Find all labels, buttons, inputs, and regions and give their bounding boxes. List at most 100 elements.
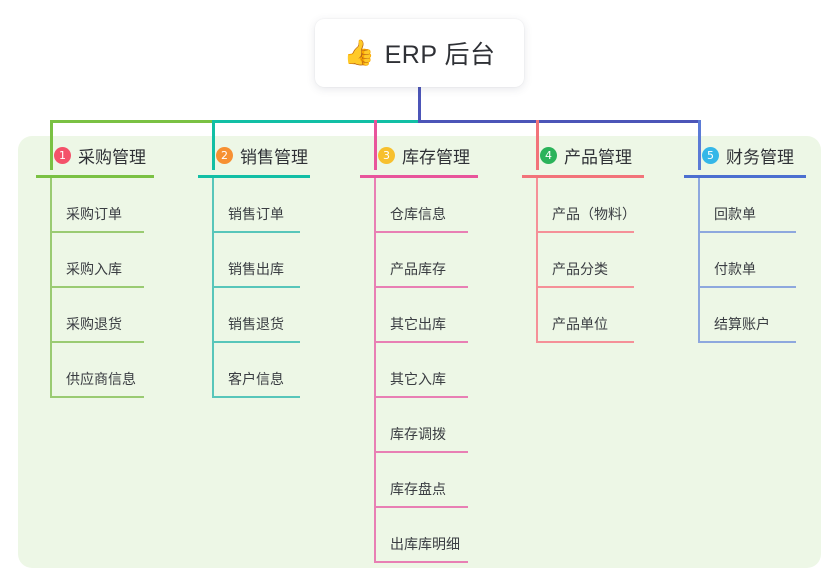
branch-leaf-label: 销售订单 — [228, 206, 284, 222]
branch-leaf-underline — [374, 341, 468, 343]
connector-drop-4 — [536, 120, 539, 170]
branch-leaf-item[interactable]: 库存盘点 — [360, 453, 478, 508]
connector-bar-segment-2 — [212, 120, 421, 123]
thumbs-up-icon: 👍 — [343, 38, 375, 67]
branch-leaf-item[interactable]: 其它入库 — [360, 343, 478, 398]
branch-leaf-underline — [212, 341, 300, 343]
branch-leaf-underline — [374, 451, 468, 453]
branch-leaf-label: 结算账户 — [714, 316, 770, 332]
connector-drop-2 — [212, 120, 215, 170]
branch-number-badge: 4 — [540, 146, 557, 164]
connector-bar-segment-1 — [50, 120, 212, 123]
branch-leaf-label: 销售退货 — [228, 316, 284, 332]
branch-leaf-underline — [536, 341, 634, 343]
branch-leaf-item[interactable]: 销售退货 — [198, 288, 310, 343]
branch-leaf-label: 其它入库 — [390, 371, 446, 387]
diagram-panel — [18, 136, 821, 568]
branch-leaf-underline — [50, 231, 144, 233]
branch-leaf-label: 产品分类 — [552, 261, 608, 277]
branch-leaf-item[interactable]: 采购退货 — [36, 288, 154, 343]
branch-title: 产品管理 — [564, 147, 632, 167]
branch-leaf-label: 产品单位 — [552, 316, 608, 332]
branch-leaf-label: 回款单 — [714, 206, 756, 222]
branch-column-3: 3 库存管理仓库信息产品库存其它出库其它入库库存调拨库存盘点出库库明细 — [360, 142, 478, 563]
branch-leaf-item[interactable]: 产品库存 — [360, 233, 478, 288]
branch-leaf-underline — [212, 231, 300, 233]
root-title: ERP 后台 — [384, 41, 496, 69]
connector-drop-3 — [374, 120, 377, 170]
branch-leaf-label: 客户信息 — [228, 371, 284, 387]
branch-spine — [212, 178, 214, 398]
branch-leaf-item[interactable]: 供应商信息 — [36, 343, 154, 398]
branch-title: 销售管理 — [240, 147, 308, 167]
branch-number-badge: 3 — [378, 146, 395, 164]
branch-leaf-item[interactable]: 库存调拨 — [360, 398, 478, 453]
branch-title: 财务管理 — [726, 147, 794, 167]
branch-leaf-item[interactable]: 销售订单 — [198, 178, 310, 233]
branch-leaf-underline — [212, 286, 300, 288]
branch-title: 采购管理 — [78, 147, 146, 167]
branch-leaf-item[interactable]: 采购入库 — [36, 233, 154, 288]
branch-column-4: 4 产品管理产品（物料） 产品分类产品单位 — [522, 142, 644, 343]
branch-underline — [684, 175, 806, 178]
branch-underline — [360, 175, 478, 178]
branch-leaf-underline — [698, 341, 796, 343]
branch-leaf-item[interactable]: 销售出库 — [198, 233, 310, 288]
connector-drop-1 — [50, 120, 53, 170]
branch-leaf-item[interactable]: 回款单 — [684, 178, 806, 233]
branch-leaf-item[interactable]: 产品（物料） — [522, 178, 644, 233]
branch-leaf-label: 采购退货 — [66, 316, 122, 332]
branch-column-5: 5 财务管理回款单付款单结算账户 — [684, 142, 806, 343]
branch-leaf-underline — [536, 231, 634, 233]
branch-leaf-underline — [50, 396, 144, 398]
branch-header-4[interactable]: 4 产品管理 — [522, 142, 644, 168]
branch-spine — [698, 178, 700, 343]
connector-drop-5 — [698, 120, 701, 170]
branch-leaf-item[interactable]: 结算账户 — [684, 288, 806, 343]
branch-leaf-label: 采购订单 — [66, 206, 122, 222]
branch-items: 采购订单采购入库采购退货供应商信息 — [36, 178, 154, 398]
root-node[interactable]: 👍 ERP 后台 — [315, 19, 524, 87]
branch-leaf-item[interactable]: 付款单 — [684, 233, 806, 288]
branch-leaf-item[interactable]: 客户信息 — [198, 343, 310, 398]
branch-leaf-label: 供应商信息 — [66, 371, 136, 387]
branch-leaf-label: 库存盘点 — [390, 481, 446, 497]
branch-leaf-label: 采购入库 — [66, 261, 122, 277]
branch-leaf-item[interactable]: 采购订单 — [36, 178, 154, 233]
branch-leaf-underline — [536, 286, 634, 288]
branch-leaf-item[interactable]: 出库库明细 — [360, 508, 478, 563]
branch-leaf-label: 产品库存 — [390, 261, 446, 277]
branch-leaf-item[interactable]: 其它出库 — [360, 288, 478, 343]
branch-number-badge: 5 — [702, 146, 719, 164]
branch-leaf-underline — [374, 231, 468, 233]
branch-leaf-item[interactable]: 产品分类 — [522, 233, 644, 288]
branch-leaf-underline — [374, 506, 468, 508]
branch-leaf-underline — [698, 231, 796, 233]
branch-title: 库存管理 — [402, 147, 470, 167]
branch-spine — [374, 178, 376, 563]
branch-leaf-label: 付款单 — [714, 261, 756, 277]
branch-leaf-underline — [50, 341, 144, 343]
branch-leaf-label: 产品（物料） — [552, 206, 636, 222]
connector-trunk — [418, 86, 421, 123]
branch-items: 仓库信息产品库存其它出库其它入库库存调拨库存盘点出库库明细 — [360, 178, 478, 563]
branch-items: 回款单付款单结算账户 — [684, 178, 806, 343]
branch-leaf-underline — [698, 286, 796, 288]
branch-header-5[interactable]: 5 财务管理 — [684, 142, 806, 168]
branch-leaf-item[interactable]: 产品单位 — [522, 288, 644, 343]
branch-leaf-label: 出库库明细 — [390, 536, 460, 552]
branch-leaf-underline — [212, 396, 300, 398]
branch-leaf-label: 库存调拨 — [390, 426, 446, 442]
branch-items: 产品（物料） 产品分类产品单位 — [522, 178, 644, 343]
branch-leaf-label: 仓库信息 — [390, 206, 446, 222]
branch-header-3[interactable]: 3 库存管理 — [360, 142, 478, 168]
branch-leaf-label: 其它出库 — [390, 316, 446, 332]
branch-items: 销售订单销售出库销售退货客户信息 — [198, 178, 310, 398]
branch-underline — [36, 175, 154, 178]
branch-leaf-underline — [374, 286, 468, 288]
branch-leaf-item[interactable]: 仓库信息 — [360, 178, 478, 233]
